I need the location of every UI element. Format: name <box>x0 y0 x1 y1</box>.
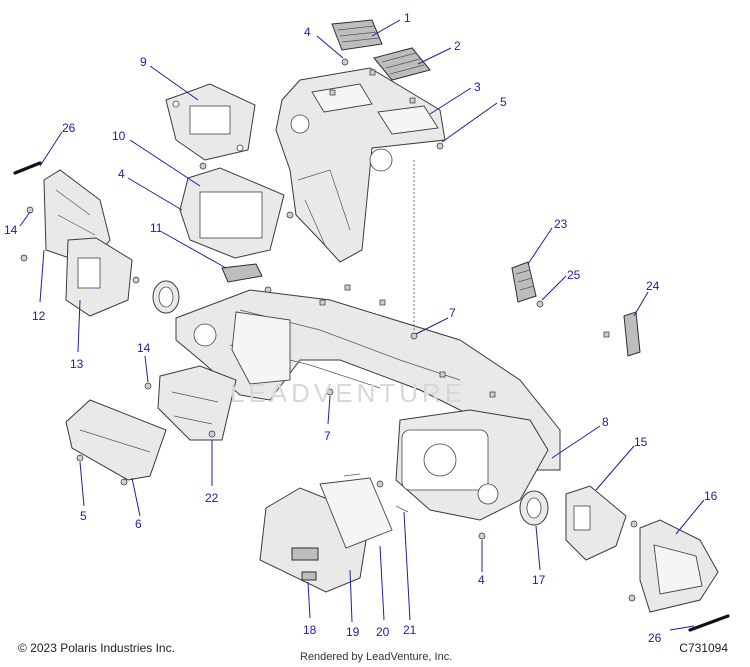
callout-14-top: 14 <box>4 223 18 237</box>
callout-2: 2 <box>454 39 461 53</box>
callout-1: 1 <box>404 11 411 25</box>
callout-11: 11 <box>150 221 163 235</box>
part-26-rod-top <box>13 161 42 175</box>
callout-23: 23 <box>554 217 568 231</box>
callout-21: 21 <box>403 623 417 637</box>
part-1-grille <box>331 19 383 51</box>
part-9-bracket <box>165 83 256 161</box>
callout-26-bottom: 26 <box>648 631 662 645</box>
part-16-right-side-panel <box>628 519 719 613</box>
callout-18: 18 <box>303 623 317 637</box>
copyright-text: © 2023 Polaris Industries Inc. <box>18 641 175 655</box>
part-speaker-ring-upper <box>152 280 180 314</box>
part-3-upper-bezel <box>275 67 446 263</box>
callout-5-lower: 5 <box>80 509 87 523</box>
callout-15: 15 <box>634 435 648 449</box>
callout-5-top: 5 <box>500 95 507 109</box>
part-4-screw-lower <box>478 532 486 540</box>
part-fastener-center <box>376 480 384 488</box>
callout-17: 17 <box>532 573 546 587</box>
watermark-text: LEADVENTURE <box>230 378 467 408</box>
leader-lines <box>19 19 705 631</box>
callout-10: 10 <box>112 129 126 143</box>
callout-7-lower: 7 <box>324 429 331 443</box>
part-7-clip-upper <box>410 332 418 340</box>
part-13-side-bracket <box>65 237 140 317</box>
callout-7-upper: 7 <box>449 306 456 320</box>
part-8-cluster-housing <box>395 409 549 521</box>
callout-25: 25 <box>567 268 581 282</box>
callout-22: 22 <box>205 491 219 505</box>
part-14-screw-lower <box>144 382 152 390</box>
callout-6: 6 <box>135 517 142 531</box>
callout-3: 3 <box>474 80 481 94</box>
part-2-grille <box>373 47 431 81</box>
callout-16: 16 <box>704 489 718 503</box>
part-22-lower-panel <box>157 365 237 441</box>
callout-19: 19 <box>346 625 360 639</box>
part-11-latch <box>221 263 272 294</box>
part-23-vent <box>511 261 537 303</box>
callout-4-top: 4 <box>304 25 311 39</box>
part-25-fastener <box>536 300 544 308</box>
part-21-pin <box>395 505 409 513</box>
part-17-speaker-ring <box>519 490 549 526</box>
diagram-code: C731094 <box>679 641 728 655</box>
callout-14-lower: 14 <box>137 341 151 355</box>
callout-4-mid: 4 <box>118 167 125 181</box>
part-21-rod-top <box>343 473 361 477</box>
callout-24: 24 <box>646 279 660 293</box>
callout-26-top: 26 <box>62 121 76 135</box>
part-5-screw-top <box>436 142 444 150</box>
rendered-by-text: Rendered by LeadVenture, Inc. <box>300 651 453 663</box>
callout-4-lower: 4 <box>478 573 485 587</box>
part-4-screw-top <box>341 58 349 66</box>
callout-12: 12 <box>32 309 46 323</box>
part-15-right-bracket <box>565 485 638 561</box>
callout-9: 9 <box>140 55 147 69</box>
callout-13: 13 <box>70 357 84 371</box>
callout-labels: 1 2 3 4 5 9 26 10 4 14 11 23 25 24 12 13… <box>4 11 718 645</box>
part-6-lower-cover <box>65 399 167 486</box>
part-26-rod-bottom <box>688 614 730 632</box>
callout-20: 20 <box>376 625 390 639</box>
part-7-clip-lower <box>326 388 334 396</box>
part-24-switch <box>603 311 641 357</box>
part-10-display-mount <box>179 162 294 259</box>
part-18-latch-knob <box>301 571 317 581</box>
part-20-gasket <box>319 477 393 549</box>
callout-8: 8 <box>602 415 609 429</box>
